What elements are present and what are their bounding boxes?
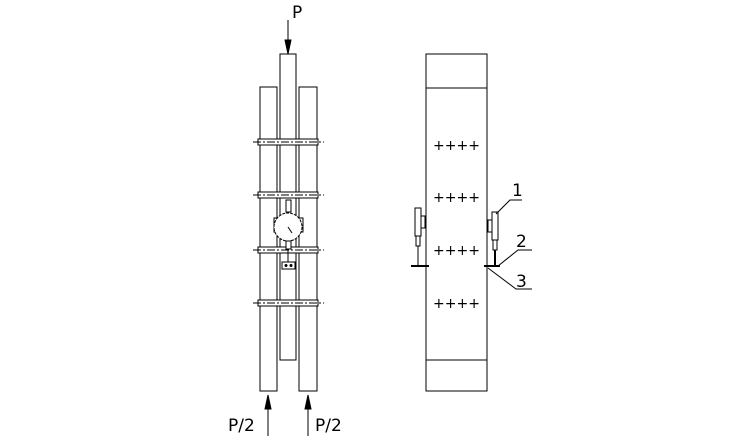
left-outer-plate [259,86,278,392]
load-label-top: P [292,3,302,23]
load-arrow-right [304,394,312,436]
specimen-front [425,53,488,392]
bolt-mark-row: ++++ [433,296,480,312]
callout-3: 3 [516,272,527,292]
load-arrow-left [264,394,272,436]
right-outer-plate [298,86,318,392]
right-dial-gauge [484,211,500,267]
bolt-mark-row: ++++ [433,138,480,154]
bolt-mark-row: ++++ [433,190,480,206]
bolt-mark-row: ++++ [433,243,480,259]
callout-2: 2 [516,232,527,252]
load-label-left: P/2 [228,416,255,436]
left-dial-gauge [411,207,429,267]
front-view: ++++ ++++ ++++ ++++ 1 2 3 [411,53,532,392]
load-arrow-top [284,20,292,55]
dial-gauge [273,199,304,270]
bolt [253,299,324,307]
bolt [253,138,324,146]
load-label-right: P/2 [315,416,342,436]
side-view: P P/2 P/2 [228,3,342,436]
callout-1: 1 [512,181,523,201]
bolt [253,191,324,199]
callout-leaders [487,199,532,290]
